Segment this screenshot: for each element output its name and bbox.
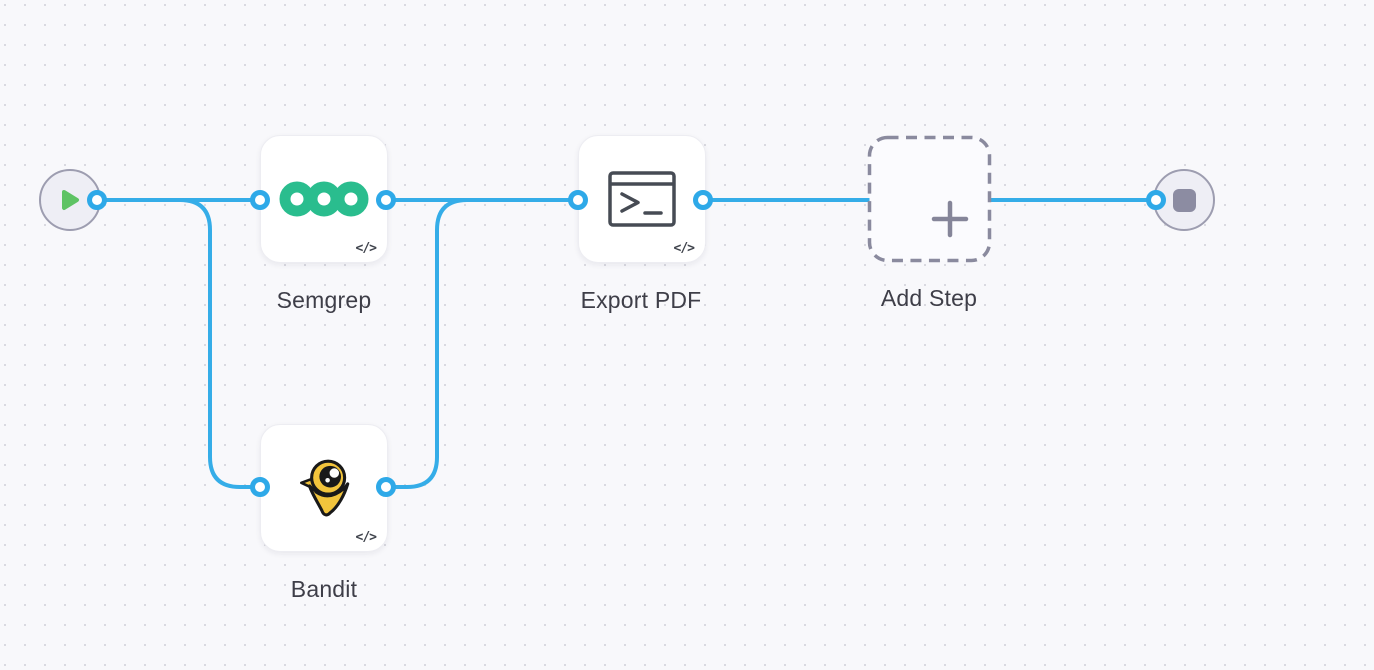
port-export-pdf-in[interactable]	[568, 190, 588, 210]
port-bandit-out[interactable]	[376, 477, 396, 497]
code-badge-icon: </>	[355, 241, 378, 256]
port-semgrep-in[interactable]	[250, 190, 270, 210]
port-start-out[interactable]	[87, 190, 107, 210]
bandit-logo	[300, 459, 350, 517]
edge-start-bandit[interactable]	[148, 198, 260, 489]
port-end-in[interactable]	[1146, 190, 1166, 210]
node-label-add-step: Add Step	[880, 285, 978, 311]
dashed-border	[867, 135, 992, 263]
node-label-export-pdf: Export PDF	[580, 287, 702, 313]
node-label-semgrep: Semgrep	[276, 287, 372, 313]
code-badge-icon: </>	[673, 241, 696, 256]
semgrep-logo	[279, 181, 369, 217]
code-badge-icon: </>	[355, 530, 378, 545]
play-icon	[62, 190, 79, 210]
port-semgrep-out[interactable]	[376, 190, 396, 210]
node-label-bandit: Bandit	[290, 576, 358, 602]
port-export-pdf-out[interactable]	[693, 190, 713, 210]
port-bandit-in[interactable]	[250, 477, 270, 497]
add-step-node[interactable]	[867, 135, 992, 263]
terminal-icon	[608, 170, 676, 227]
stop-icon	[1172, 188, 1196, 212]
edge-bandit-export[interactable]	[384, 198, 580, 489]
node-bandit[interactable]: </>	[260, 424, 388, 552]
node-export-pdf[interactable]: </>	[578, 135, 706, 263]
plus-icon	[931, 200, 968, 238]
node-semgrep[interactable]: </>	[260, 135, 388, 263]
